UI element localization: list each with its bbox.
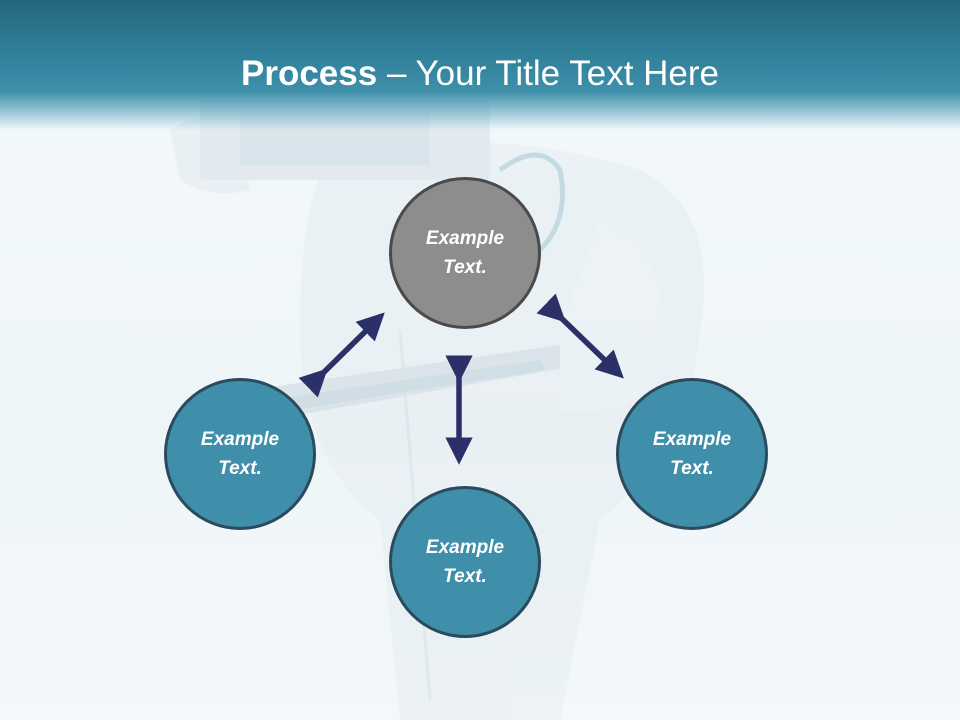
node-left: Example Text.: [164, 378, 316, 530]
slide-title: Process – Your Title Text Here: [0, 52, 960, 96]
title-bar: [0, 0, 960, 130]
arrow-top-left: [298, 312, 385, 398]
node-bottom: Example Text.: [389, 486, 541, 638]
arrow-top-right: [536, 293, 624, 379]
node-bottom-label: Example Text.: [425, 537, 505, 587]
title-rest: – Your Title Text Here: [377, 54, 719, 93]
node-left-label: Example Text.: [200, 429, 280, 479]
node-right-label: Example Text.: [652, 429, 732, 479]
title-bold: Process: [241, 54, 378, 93]
node-top-label: Example Text.: [425, 228, 505, 278]
node-top: Example Text.: [389, 177, 541, 329]
node-right: Example Text.: [616, 378, 768, 530]
